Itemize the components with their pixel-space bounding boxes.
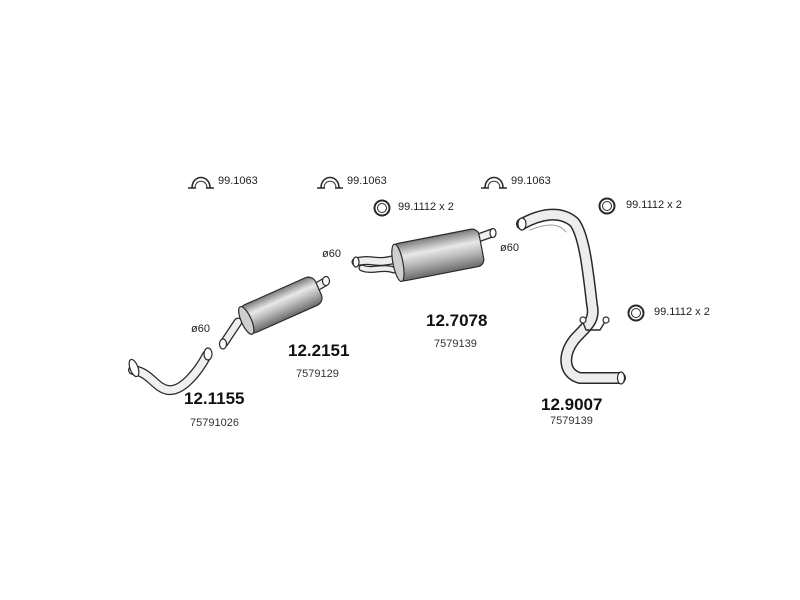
part-number-12-1155: 12.1155 [184,389,245,408]
sealing-ring-label: 99.1112 x 2 [654,306,710,318]
oem-number: 7579139 [434,338,477,350]
diameter-label: ø60 [191,323,210,335]
oem-number: 7579129 [296,368,339,380]
clamp-label: 99.1063 [511,175,551,187]
oem-number: 75791026 [190,417,239,429]
front-pipe-part-12-1155 [128,347,213,396]
part-number-12-2151: 12.2151 [288,341,350,360]
sealing-ring-label: 99.1112 x 2 [626,199,682,211]
sealing-ring-label: 99.1112 x 2 [398,201,454,213]
clamp-icon [317,176,343,189]
clamp-label: 99.1063 [347,175,387,187]
sealing-ring-icon [627,304,645,322]
rear-silencer-part-12-7078 [351,227,497,283]
middle-silencer-part-12-2151 [218,275,331,350]
sealing-ring-icon [598,197,616,215]
sealing-ring-icon [373,199,391,217]
part-number-12-7078: 12.7078 [426,311,488,330]
oem-number: 7579139 [550,415,593,427]
diameter-label: ø60 [322,248,341,260]
tail-pipe-part-12-9007 [516,208,626,385]
clamp-icon [481,176,507,189]
diameter-label: ø60 [500,242,519,254]
part-number-12-9007: 12.9007 [541,395,603,414]
clamp-icon [188,176,214,189]
clamp-label: 99.1063 [218,175,258,187]
